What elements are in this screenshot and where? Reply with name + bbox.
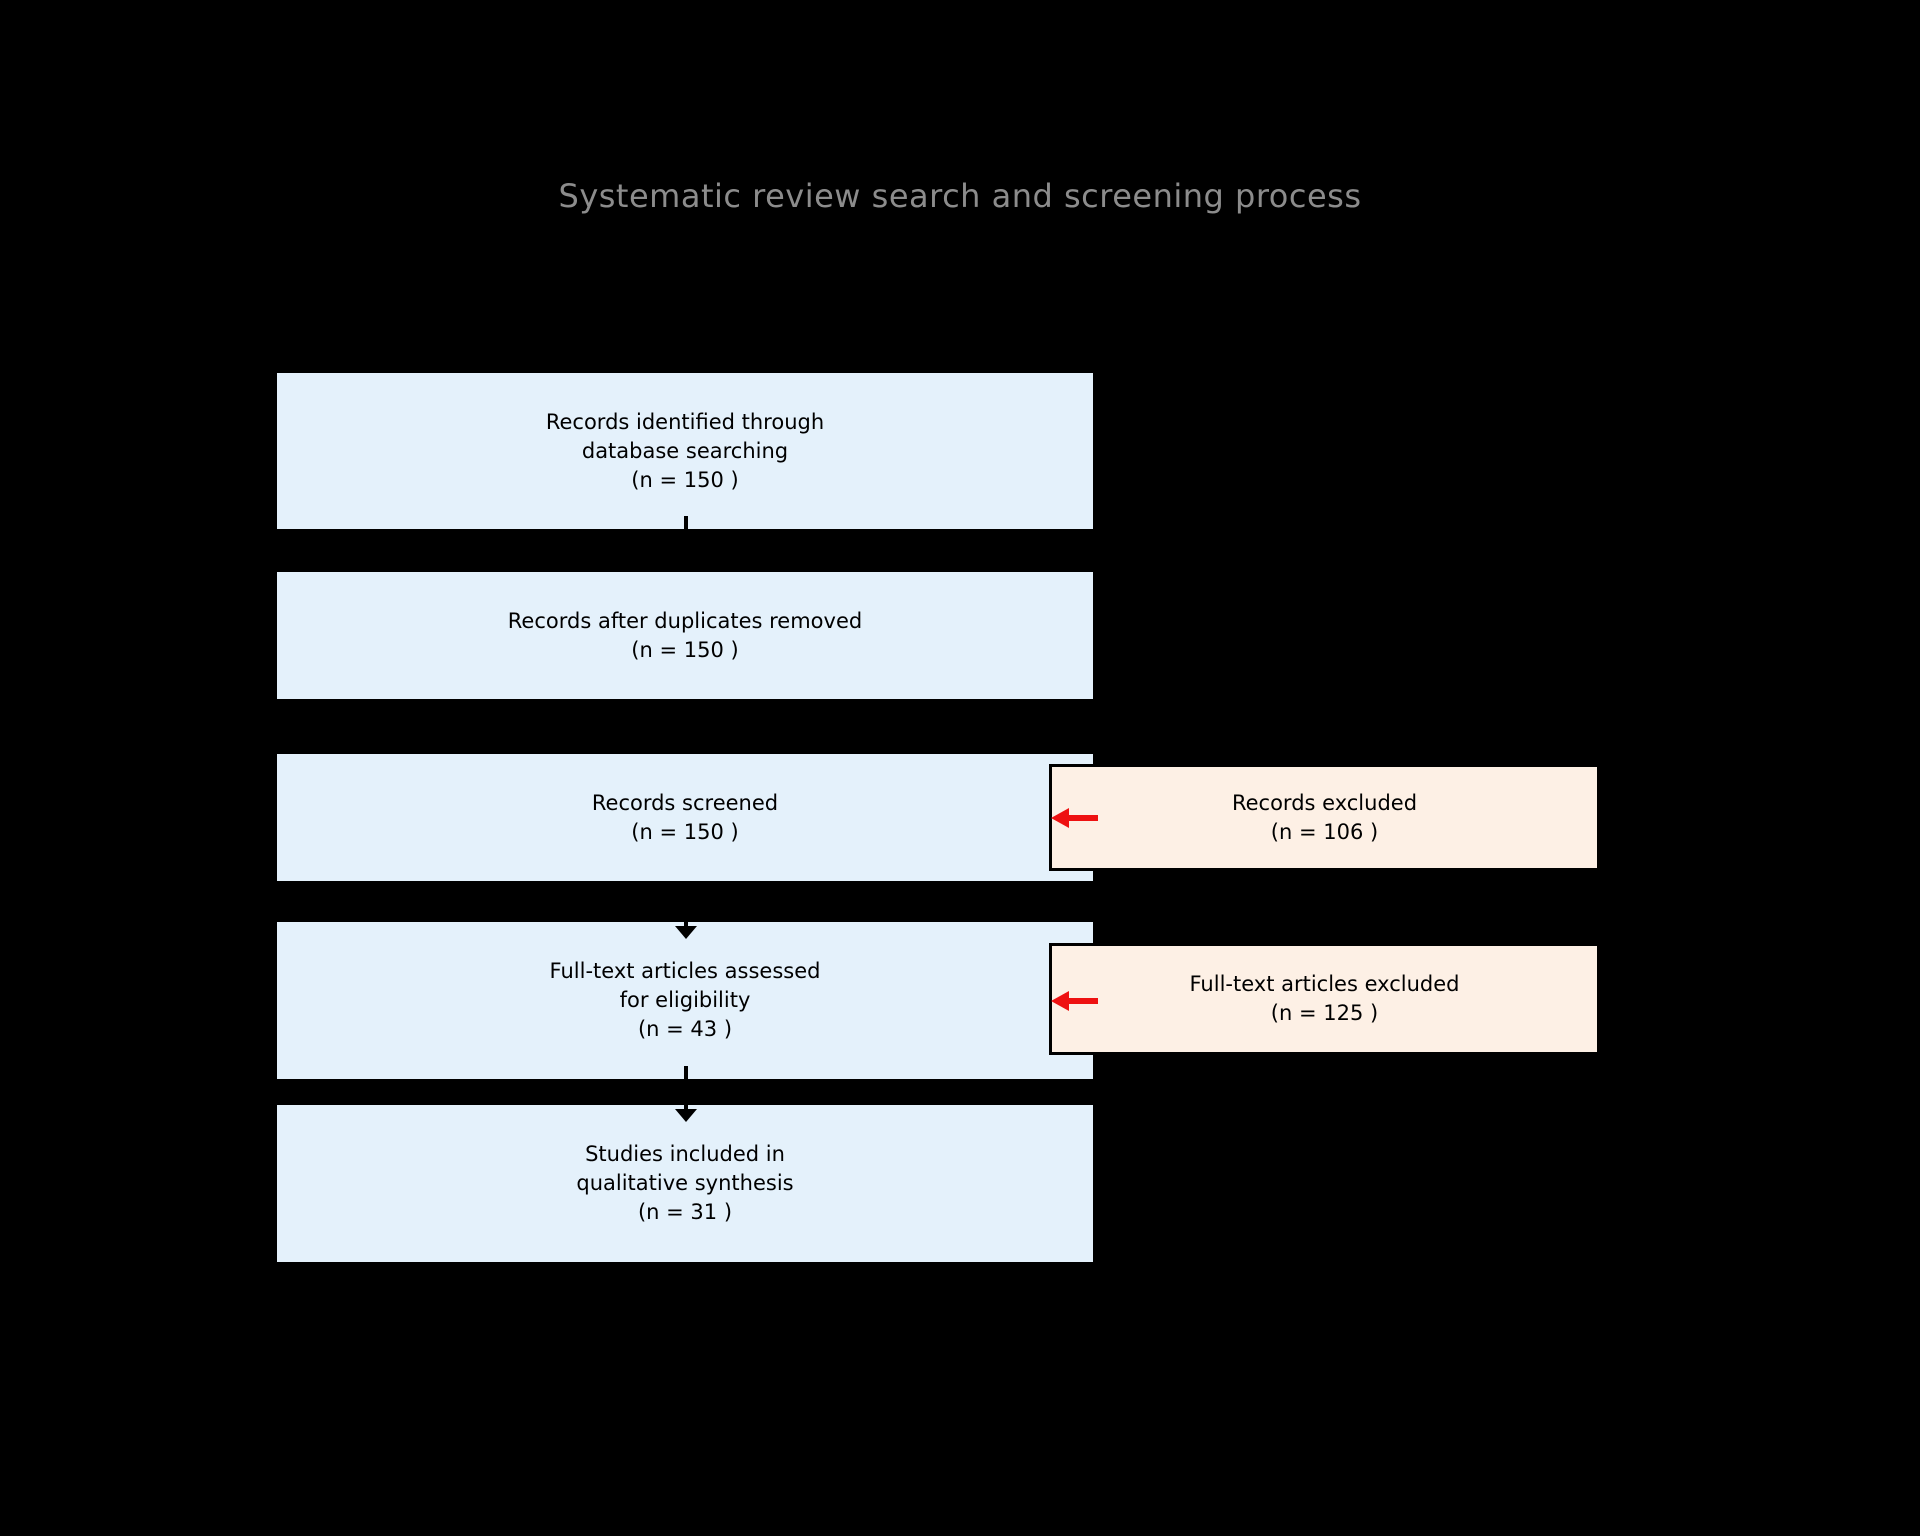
down-arrow-stem [684, 1103, 688, 1111]
box-text-line: Records excluded [1231, 790, 1418, 815]
box-text-line: Full-text articles assessed [549, 959, 821, 983]
down-arrow-head [675, 926, 697, 939]
box-count-line: (n = 150 ) [631, 819, 739, 844]
left-arrow-shaft [1067, 815, 1098, 821]
box-count-line: (n = 125 ) [1270, 1001, 1379, 1025]
left-arrow-head [1051, 808, 1069, 828]
box-text-line: Studies included in [585, 1142, 785, 1166]
connector-stub-identified-to-duplicates [684, 516, 688, 531]
box-count-line: (n = 43 ) [637, 1017, 733, 1041]
connector-stub-fulltext-to-included [684, 1066, 688, 1081]
flow-box-duplicates-removed: Records after duplicates removed (n = 15… [275, 570, 1095, 701]
flow-box-fulltext-assessed: Full-text articles assessed for eligibil… [275, 920, 1095, 1081]
flow-box-records-excluded: Records excluded (n = 106 ) [1049, 764, 1600, 871]
box-text-line: Full-text articles excluded [1189, 972, 1460, 996]
down-arrow-head [675, 1109, 697, 1122]
box-text-line: database searching [581, 438, 789, 463]
box-text-line: for eligibility [619, 988, 751, 1012]
box-text-line: Records after duplicates removed [507, 608, 863, 633]
box-text-line: qualitative synthesis [576, 1171, 794, 1195]
flow-box-fulltext-excluded: Full-text articles excluded (n = 125 ) [1049, 943, 1600, 1055]
box-count-line: (n = 106 ) [1270, 819, 1379, 844]
diagram-title: Systematic review search and screening p… [558, 177, 1362, 215]
flow-box-records-screened: Records screened (n = 150 ) [275, 752, 1095, 883]
box-count-line: (n = 31 ) [637, 1200, 733, 1224]
down-arrow-stem [684, 920, 688, 928]
flow-box-records-identified: Records identified through database sear… [275, 371, 1095, 531]
flow-box-studies-included: Studies included in qualitative synthesi… [275, 1103, 1095, 1264]
box-count-line: (n = 150 ) [631, 467, 739, 492]
box-text-line: Records identified through [545, 409, 825, 434]
box-count-line: (n = 150 ) [631, 637, 739, 662]
box-text-line: Records screened [591, 790, 779, 815]
left-arrow-shaft [1067, 998, 1098, 1004]
left-arrow-head [1051, 991, 1069, 1011]
